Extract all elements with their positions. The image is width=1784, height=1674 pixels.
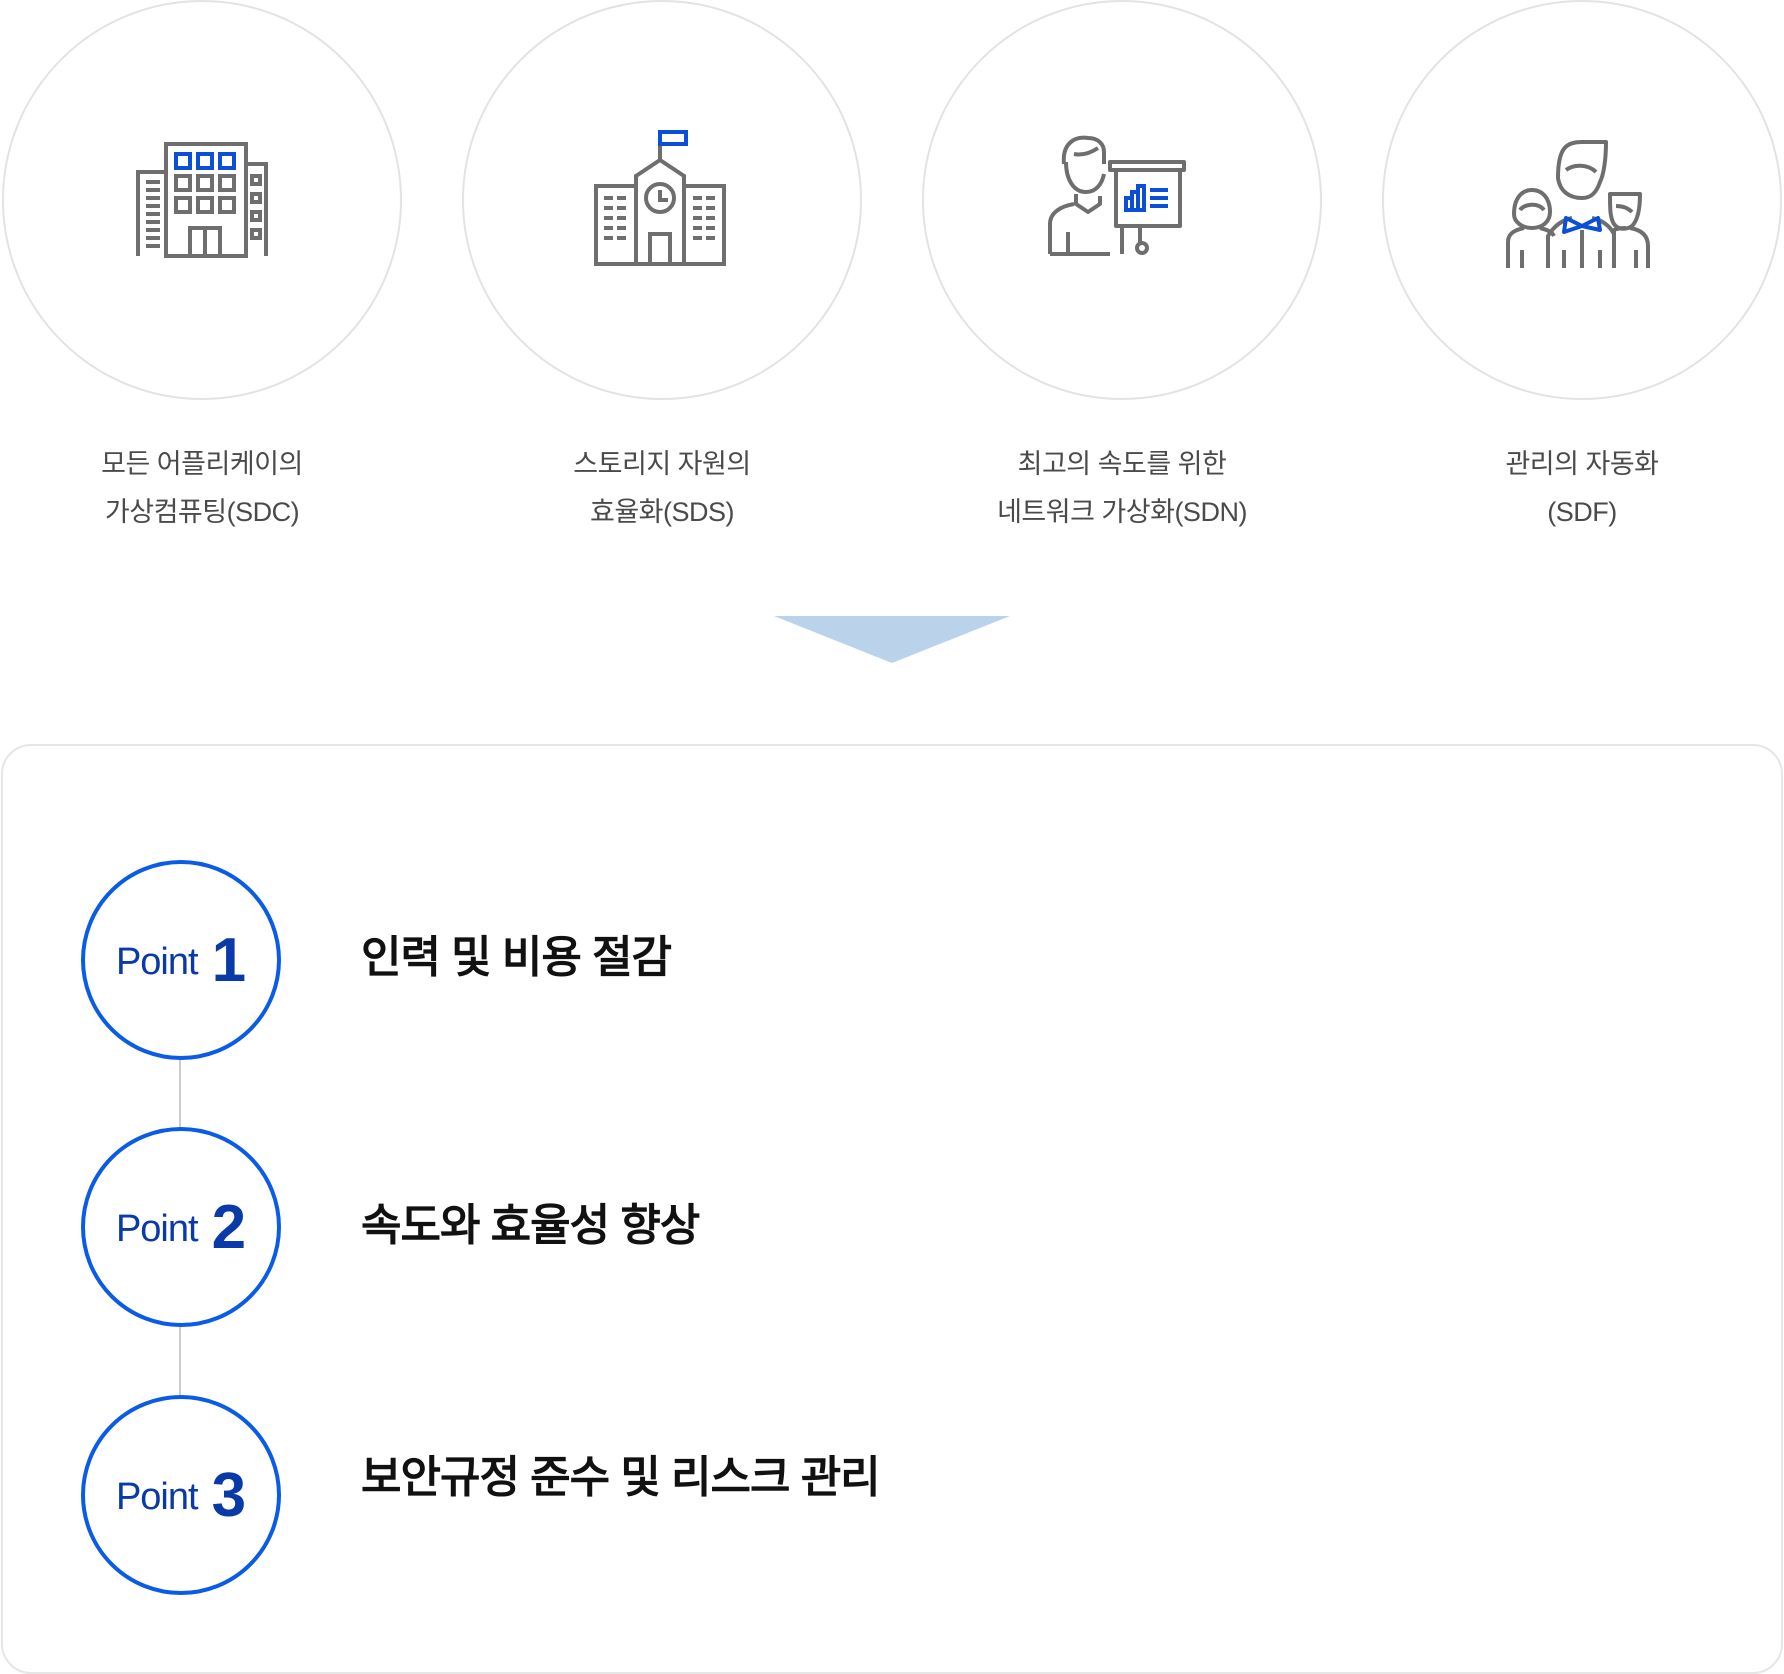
office-building-icon (136, 142, 268, 258)
feature-label-line1: 스토리지 자원의 (573, 449, 751, 479)
feature-label-line2: (SDF) (1547, 497, 1617, 527)
point-number: 2 (211, 1192, 247, 1262)
feature-label: 모든 어플리케이의 가상컴퓨팅(SDC) (0, 440, 442, 536)
timeline-connector (179, 1325, 181, 1395)
point-number: 1 (211, 925, 247, 995)
presenter-chart-icon (1048, 135, 1186, 256)
point-text: 속도와 효율성 향상 (361, 1201, 700, 1250)
point-badge-1: Point 1 (81, 860, 281, 1060)
school-building-flag-icon (594, 130, 726, 266)
point-text: 보안규정 준수 및 리스크 관리 (361, 1453, 881, 1502)
feature-label-line1: 최고의 속도를 위한 (1017, 449, 1227, 479)
feature-label-line2: 가상컴퓨팅(SDC) (104, 497, 300, 527)
point-word: Point (115, 940, 199, 983)
benefits-card (1, 744, 1783, 1674)
point-number: 3 (211, 1460, 247, 1530)
feature-label-line2: 네트워크 가상화(SDN) (997, 497, 1247, 527)
timeline-connector (179, 1058, 181, 1128)
down-arrow-icon (774, 616, 1010, 663)
feature-circle (922, 0, 1322, 400)
feature-label: 최고의 속도를 위한 네트워크 가상화(SDN) (882, 440, 1362, 536)
feature-label-line2: 효율화(SDS) (589, 497, 735, 527)
point-word: Point (115, 1475, 199, 1518)
feature-label-line1: 모든 어플리케이의 (101, 449, 303, 479)
point-badge-2: Point 2 (81, 1127, 281, 1327)
point-word: Point (115, 1207, 199, 1250)
team-people-icon (1506, 140, 1650, 268)
feature-label: 스토리지 자원의 효율화(SDS) (422, 440, 902, 536)
feature-label: 관리의 자동화 (SDF) (1342, 440, 1784, 536)
feature-label-line1: 관리의 자동화 (1505, 449, 1659, 479)
point-badge-3: Point 3 (81, 1395, 281, 1595)
point-text: 인력 및 비용 절감 (361, 933, 672, 982)
